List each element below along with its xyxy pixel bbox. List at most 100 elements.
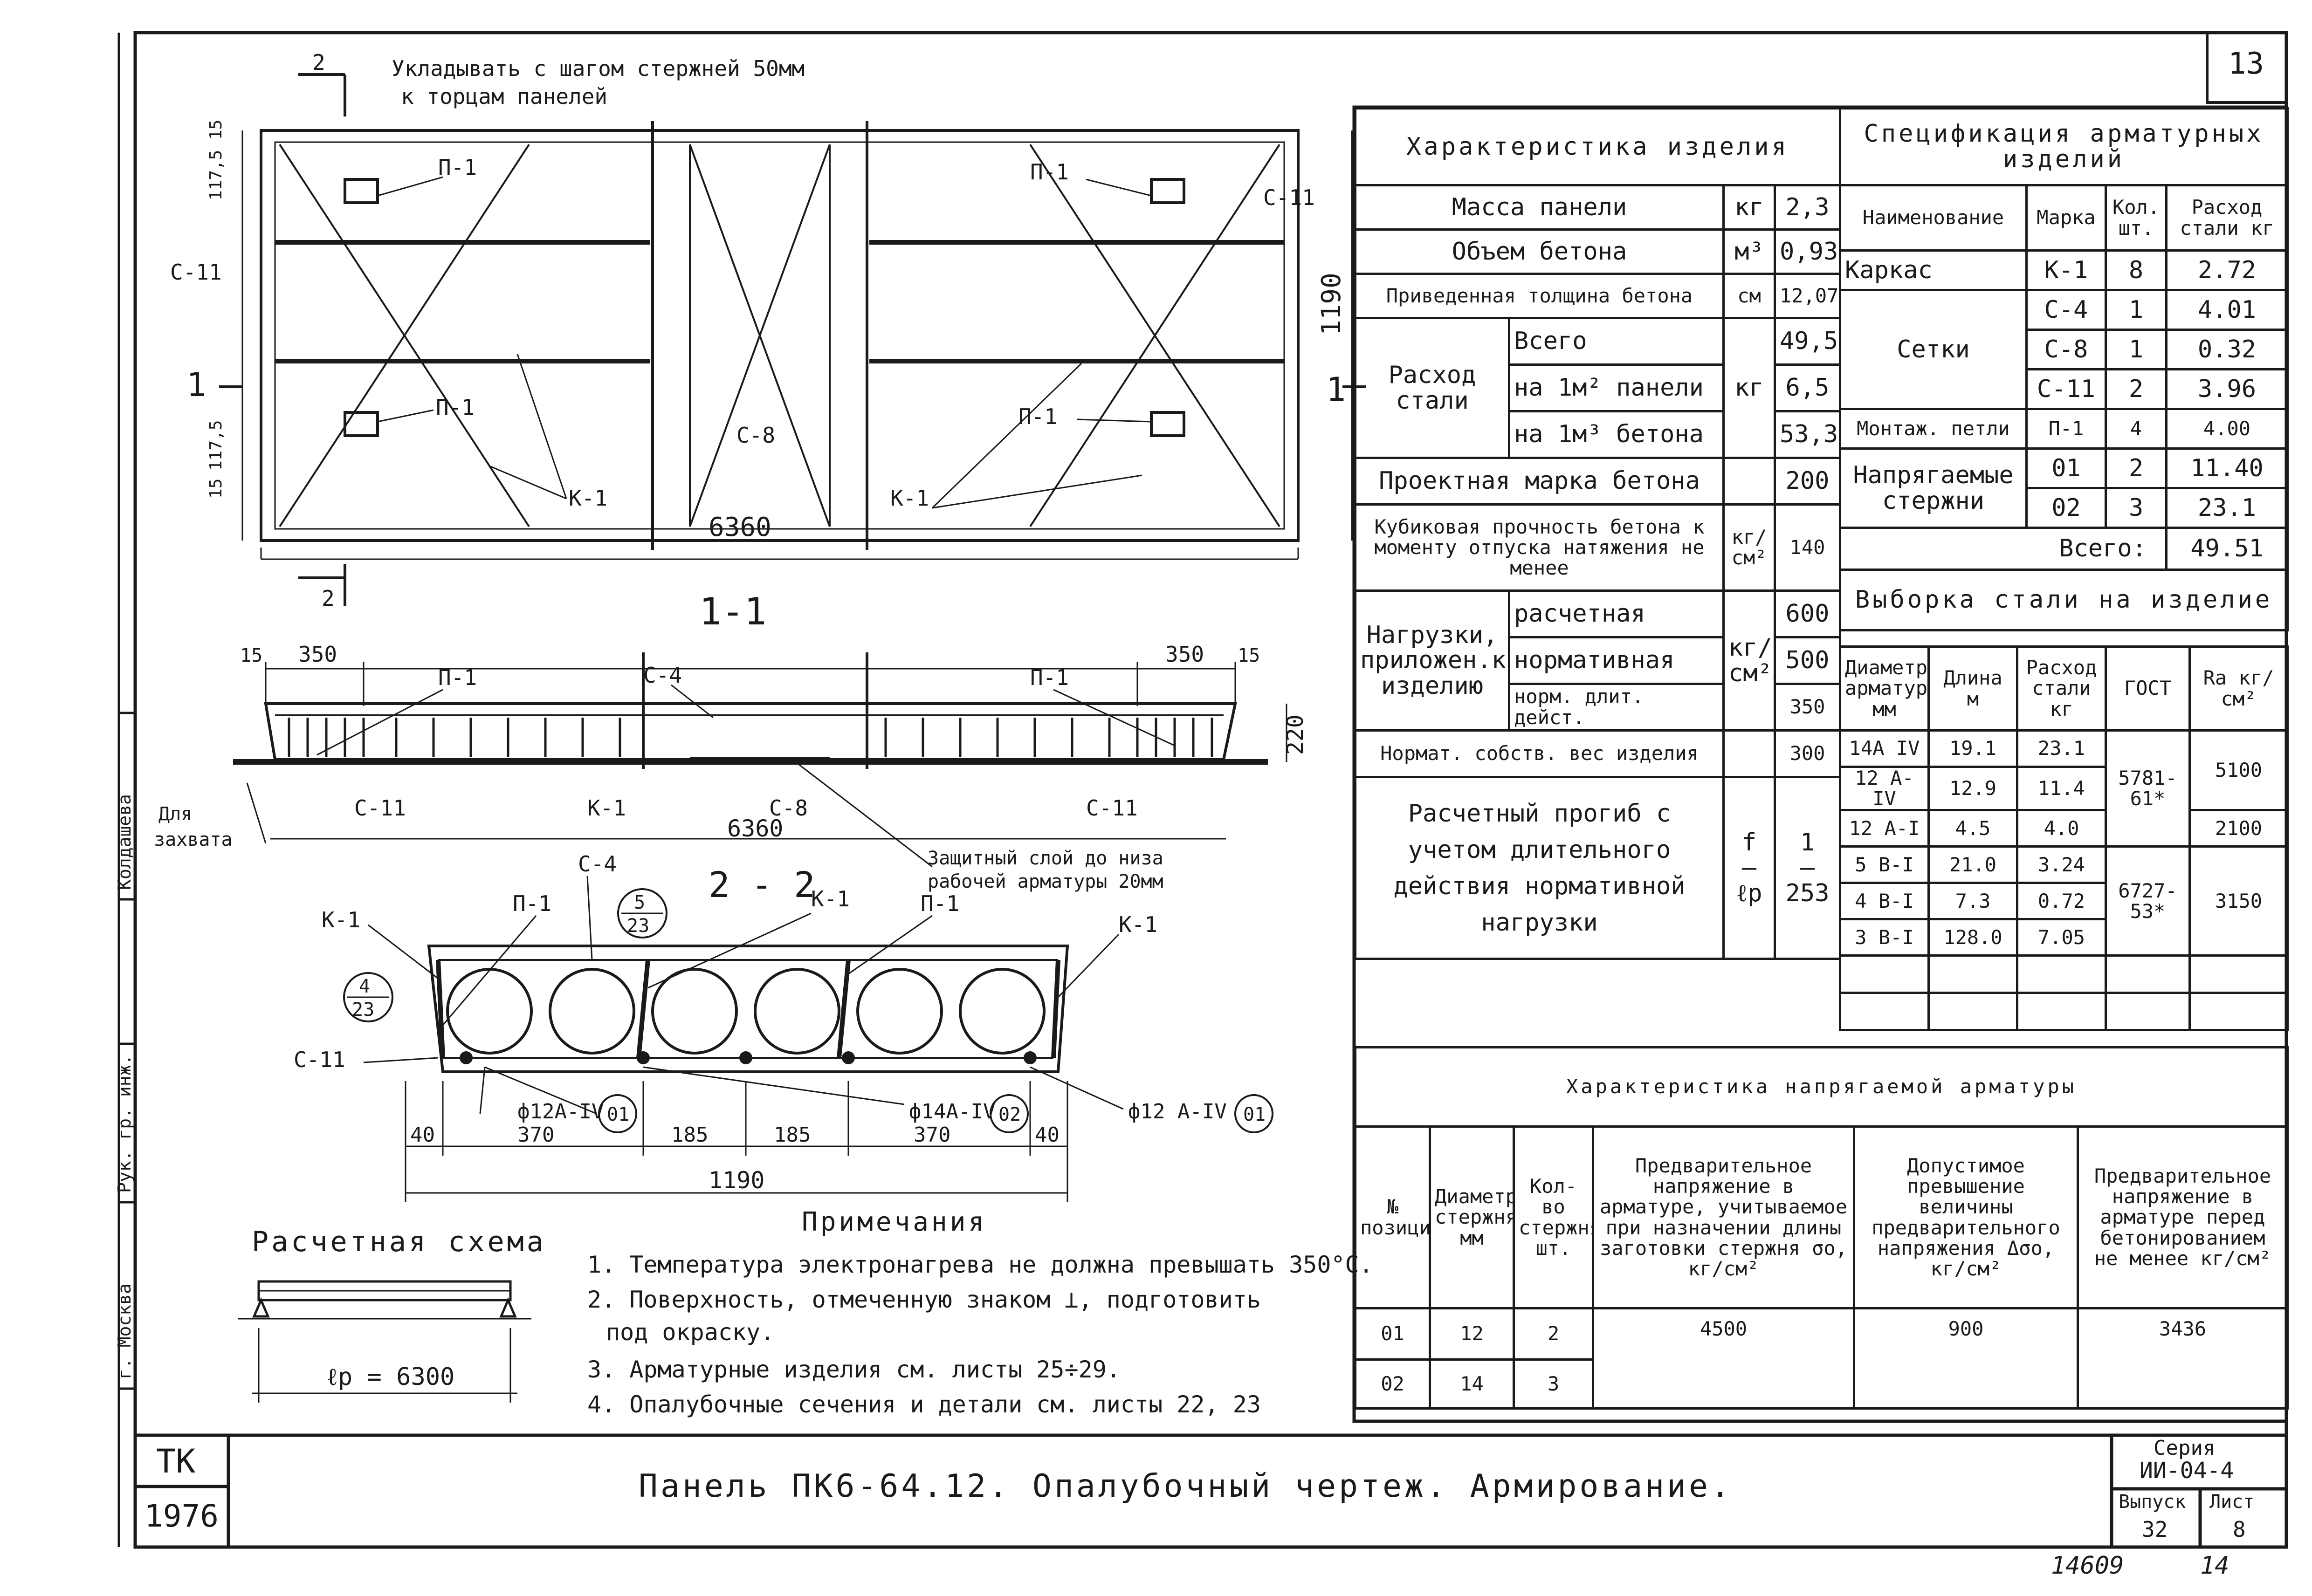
load-normative-value: 500 <box>1774 636 1841 685</box>
label-p1-right: П-1 <box>921 891 959 916</box>
sel-d: 5 В-I <box>1839 845 1930 884</box>
sel-mass: 4.0 <box>2016 809 2107 848</box>
deflection-unit-num: f <box>1741 828 1757 856</box>
ps-header-before: Предварительное напряжение в арматуре пе… <box>2076 1125 2289 1309</box>
steel-per-m3-name: на 1м³ бетона <box>1508 410 1725 459</box>
spec-row-steel: 11.40 <box>2165 447 2289 489</box>
specification-title: Спецификация арматурных изделий <box>1838 107 2289 186</box>
sel-header-mass: Расход стали кг <box>2016 645 2107 732</box>
section-1-mark-right: 1 <box>1326 370 1346 409</box>
section-1-1-title: 1-1 <box>699 590 767 633</box>
callout-left-num: 4 <box>359 976 370 997</box>
deflection-unit-den: ℓр <box>1736 879 1762 907</box>
grip-note-1: Для <box>158 803 192 825</box>
label-k1: К-1 <box>587 795 626 821</box>
calc-scheme-drawing <box>238 1280 531 1403</box>
plan-note-line2: к торцам панелей <box>401 84 608 109</box>
dim-40-left: 40 <box>410 1123 435 1147</box>
spec-header-mark: Марка <box>2025 184 2107 252</box>
sel-header-ra: Rа кг/см² <box>2188 645 2289 732</box>
stamp-role: Рук. гр. инж. <box>114 1055 135 1193</box>
deflection-name: Расчетный прогиб с учетом длительного де… <box>1354 776 1725 960</box>
bar-3-text: ф12 А-IV <box>1128 1100 1227 1123</box>
dim-6360: 6360 <box>727 815 783 842</box>
sel-header-len: Длина м <box>1927 645 2018 732</box>
label-s8: С-8 <box>769 795 808 821</box>
label-s4: С-4 <box>643 663 682 688</box>
sel-len: 7.3 <box>1927 882 2018 921</box>
steel-unit: кг <box>1722 317 1776 459</box>
ps-row-d: 14 <box>1429 1358 1515 1410</box>
sel-len: 128.0 <box>1927 918 2018 957</box>
spec-row-steel: 2.72 <box>2165 249 2289 291</box>
note-item-2: 2. Поверхность, отмеченную знаком ⊥, под… <box>587 1286 1261 1313</box>
bar-1-code: 01 <box>607 1104 629 1125</box>
sel-d: 12 А-I <box>1839 809 1930 848</box>
sel-ra-1: 5100 <box>2188 729 2289 812</box>
sel-gost-2: 6727-53* <box>2105 845 2191 957</box>
spec-row-qty: 3 <box>2105 487 2168 529</box>
cube-strength-value: 140 <box>1774 503 1841 592</box>
row-thickness-value: 12,07 <box>1774 273 1841 319</box>
section-1-1-labels: 1-1 15 350 350 15 220 П-1 С-4 П-1 С-11 К… <box>154 590 1308 892</box>
spec-row-steel: 23.1 <box>2165 487 2289 529</box>
ps-delta: 900 <box>1853 1307 2079 1410</box>
label-k1-left: К-1 <box>322 907 360 932</box>
dim-15-left: 15 <box>240 645 262 666</box>
spec-row-mark: С-11 <box>2025 368 2107 410</box>
label-p1-d: П-1 <box>1018 404 1057 429</box>
cube-strength-unit: кг/см² <box>1722 503 1776 592</box>
title-text: Панель ПК6-64.12. Опалубочный чертеж. Ар… <box>639 1468 1733 1505</box>
title-year: 1976 <box>144 1498 219 1534</box>
section-2-2-title: 2 - 2 <box>709 864 815 905</box>
dim-15-b: 15 <box>206 479 226 499</box>
dim-1175-b: 117,5 <box>206 420 226 471</box>
calc-scheme-title: Расчетная схема <box>252 1226 546 1258</box>
spec-row-mark: С-4 <box>2025 289 2107 331</box>
characteristics-title: Характеристика изделия <box>1354 107 1841 186</box>
dim-370-right: 370 <box>914 1123 950 1147</box>
ps-header-sigma: Предварительное напряжение в арматуре, у… <box>1592 1125 1855 1309</box>
sheet-number: 13 <box>2228 47 2264 81</box>
sel-d: 3 В-I <box>1839 918 1930 957</box>
label-k1-a: К-1 <box>569 486 607 511</box>
concrete-grade-name: Проектная марка бетона <box>1354 457 1725 506</box>
footer-page-number: 14 <box>2200 1552 2229 1580</box>
spec-row-qty: 4 <box>2105 408 2168 450</box>
spec-row-qty: 2 <box>2105 447 2168 489</box>
cover-note-1: Защитный слой до низа <box>928 848 1163 869</box>
dim-15-right: 15 <box>1238 645 1260 666</box>
notes-title: Примечания <box>802 1207 987 1237</box>
section-mark-bottom: 2 <box>322 586 335 611</box>
concrete-grade-value: 200 <box>1774 457 1841 506</box>
spec-row-name: Каркас <box>1839 249 2028 291</box>
dim-1190: 1190 <box>709 1167 764 1194</box>
row-mass-unit: кг <box>1722 184 1776 231</box>
label-s4: С-4 <box>578 851 617 877</box>
row-mass-value: 2,3 <box>1774 184 1841 231</box>
callout-left-den: 23 <box>352 999 374 1021</box>
stamp-name: Колдашева <box>114 794 135 890</box>
ps-row-d: 12 <box>1429 1307 1515 1361</box>
spec-row-qty: 8 <box>2105 249 2168 291</box>
prestress-title: Характеристика напрягаемой арматуры <box>1354 1046 2289 1128</box>
deflection-value-den: 253 <box>1785 879 1830 907</box>
row-mass-name: Масса панели <box>1354 184 1725 231</box>
ps-before: 3436 <box>2076 1307 2289 1410</box>
plan-view-labels: 2 2 1 1 П-1 П-1 П-1 П-1 С-11 С-11 С-8 К-… <box>170 50 1347 611</box>
label-s8: С-8 <box>736 423 775 448</box>
spec-row-mark: К-1 <box>2025 249 2107 291</box>
spec-row-qty: 1 <box>2105 289 2168 331</box>
ps-header-delta: Допустимое превышение величины предварит… <box>1853 1125 2079 1309</box>
loads-unit: кг/см² <box>1722 589 1776 732</box>
callout-top-den: 23 <box>627 915 649 937</box>
label-k1-b: К-1 <box>890 486 929 511</box>
spec-total-label: Всего: <box>1839 527 2168 571</box>
label-s11-b: С-11 <box>1263 185 1315 210</box>
section-mark-top: 2 <box>312 50 325 75</box>
spec-row-mark: С-8 <box>2025 329 2107 370</box>
side-stamp-lines <box>119 712 135 1390</box>
sel-mass: 0.72 <box>2016 882 2107 921</box>
product-characteristics-table: Характеристика изделия Масса панели кг 2… <box>1354 107 1841 960</box>
